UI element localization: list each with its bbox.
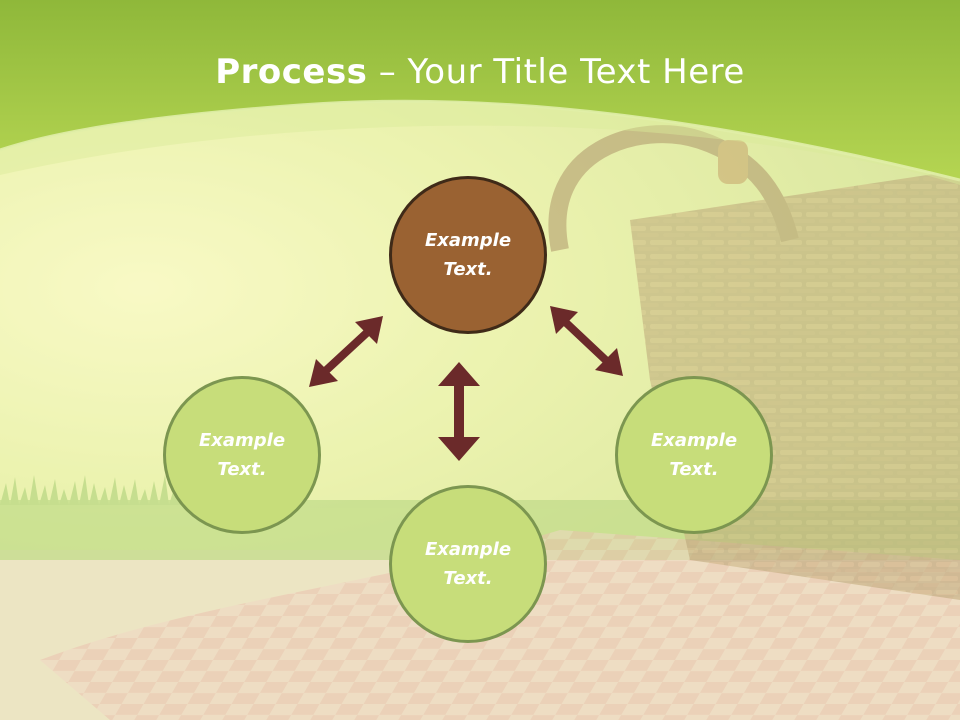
slide-title: Process – Your Title Text Here xyxy=(0,52,960,92)
node-right-label: Example Text. xyxy=(650,430,738,480)
arrow-center-left xyxy=(309,316,383,387)
node-left-label: Example Text. xyxy=(198,430,286,480)
node-left: Example Text. xyxy=(163,376,321,534)
arrow-center-right xyxy=(550,306,623,376)
title-rest: – Your Title Text Here xyxy=(367,52,745,92)
node-center-label: Example Text. xyxy=(424,230,512,280)
title-bold: Process xyxy=(215,52,368,92)
node-bottom-label: Example Text. xyxy=(424,539,512,589)
node-right: Example Text. xyxy=(615,376,773,534)
node-center: Example Text. xyxy=(389,176,547,334)
arrow-center-bottom xyxy=(438,362,480,461)
header-band xyxy=(0,0,960,180)
node-bottom: Example Text. xyxy=(389,485,547,643)
